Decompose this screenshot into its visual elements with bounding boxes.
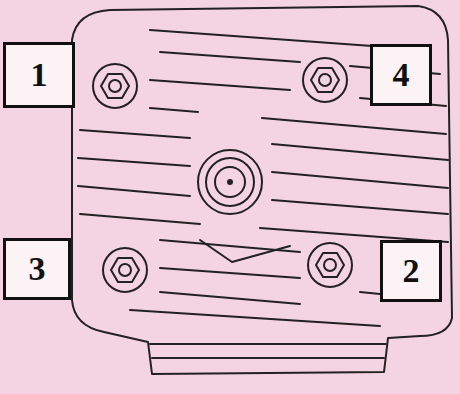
callout-number: 1 bbox=[3, 42, 75, 108]
callout-number: 2 bbox=[380, 240, 442, 302]
callout-number: 3 bbox=[3, 238, 71, 300]
callout-number: 4 bbox=[370, 44, 432, 106]
